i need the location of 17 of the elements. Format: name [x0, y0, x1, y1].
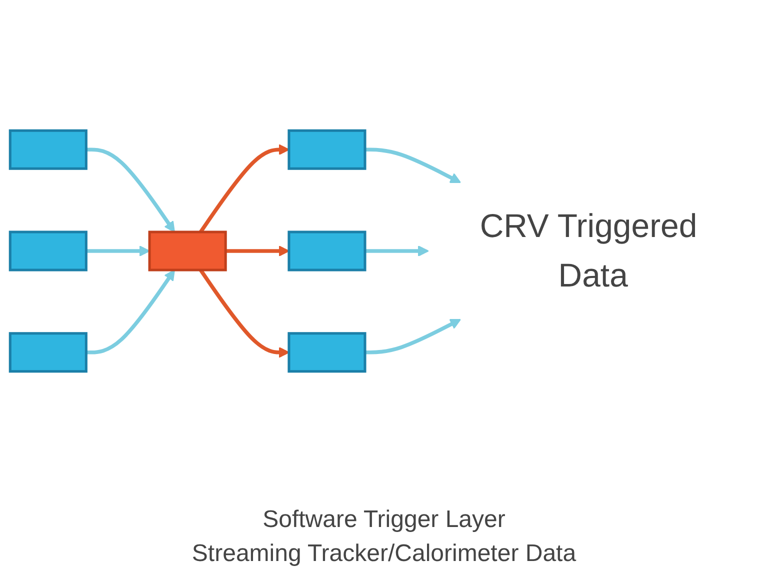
arrow — [86, 245, 150, 257]
arrow — [365, 318, 462, 354]
node-box — [8, 332, 88, 373]
node-box — [8, 129, 88, 170]
arrow — [365, 245, 429, 257]
node-box — [148, 230, 227, 272]
arrow — [365, 148, 462, 184]
node-box — [288, 332, 366, 373]
arrow — [226, 245, 290, 257]
diagram-note: Streaming Tracker/Calorimeter Data — [192, 540, 576, 568]
node-box — [288, 230, 366, 272]
node-text: CRV Triggered Data — [480, 206, 698, 294]
node-box — [288, 129, 366, 170]
node-box — [8, 230, 88, 272]
arrow — [86, 270, 175, 354]
diagram-note: Software Trigger Layer — [262, 506, 506, 534]
arrow — [86, 148, 175, 232]
